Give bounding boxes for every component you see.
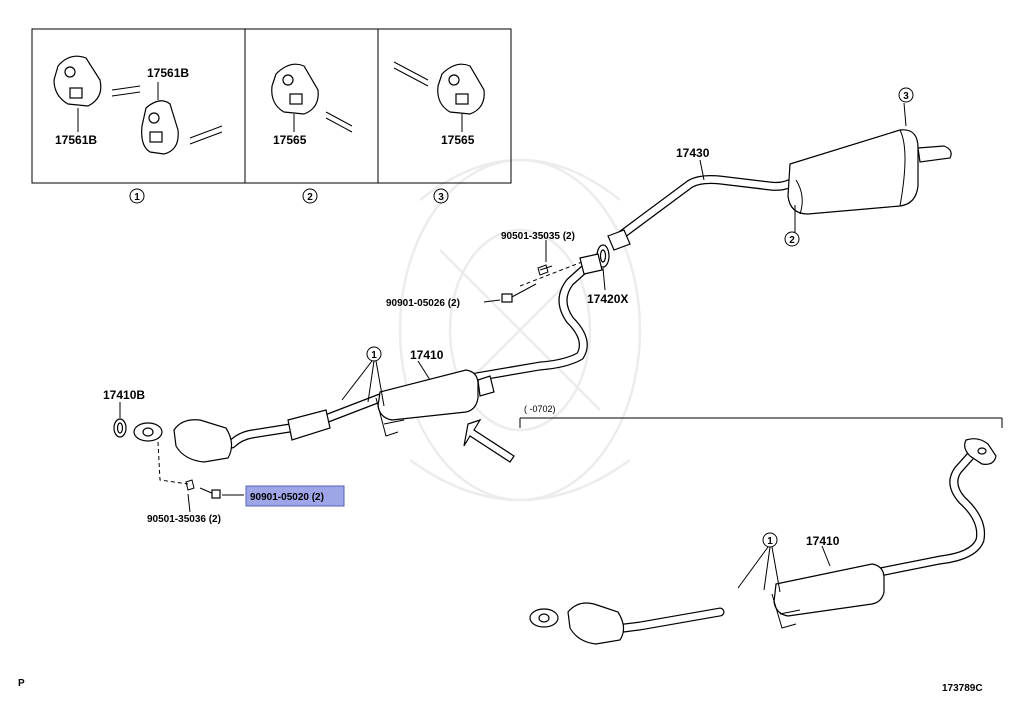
muffler-callouts: 3 2 [784,87,914,247]
part-17410-alt-label: 17410 [806,534,840,548]
part-17410b-label: 17410B [103,388,145,402]
bolt-90901-05020-label[interactable]: 90901-05020 (2) [250,492,324,503]
footer-left-code: P [18,678,25,689]
inset-1-number: 1 [134,192,140,203]
callout-1-main: 1 [371,350,377,361]
highlighted-part-box[interactable] [245,485,345,507]
inset-panels [31,28,512,184]
main-hanger-callout: 1 [341,346,385,407]
inset-1-hangers: 17561B 17561B [53,55,223,155]
variant-range-label: ( -0702) [524,404,556,414]
inset-2-label: 17565 [273,133,307,147]
direction-arrow [463,418,515,463]
inset-3-hanger: 17565 [393,61,485,147]
bolt-90901-05026-label: 90901-05026 (2) [386,298,460,309]
watermark-emblem [398,158,642,502]
inset-1-label-bottom: 17561B [55,133,97,147]
callout-1-alt: 1 [767,536,773,547]
inset-1-label-top: 17561B [147,66,189,80]
alt-hanger-callout: 1 [737,532,781,593]
inset-2-number: 2 [307,192,313,203]
tailpipe-muffler-17430: 17430 [607,102,952,251]
upper-flange-bolts: 90501-35035 (2) 90901-05026 (2) [386,231,583,309]
bolt-90501-35036-label: 90501-35036 (2) [147,514,221,525]
inset-callouts: 1 2 3 [129,188,449,204]
lower-flange-bolts: 90901-05020 (2) 90501-35036 (2) [147,441,345,525]
inset-3-label: 17565 [441,133,475,147]
front-gasket-17410b: 17410B [103,388,145,438]
diagram-id: 173789C [942,683,983,694]
part-17410-label: 17410 [410,348,444,362]
part-17430-label: 17430 [676,146,710,160]
gasket-17420x: 17420X [587,244,628,306]
variant-bracket: ( -0702) [519,404,1003,428]
bolt-90501-35035-label: 90501-35035 (2) [501,231,575,242]
inset-2-hanger: 17565 [271,63,353,147]
center-pipe-17410-alt: 17410 [529,438,997,645]
callout-2: 2 [789,235,795,246]
inset-3-number: 3 [438,192,444,203]
part-17420x-label: 17420X [587,292,628,306]
center-pipe-17410: 17410 [133,253,603,463]
callout-3: 3 [903,91,909,102]
